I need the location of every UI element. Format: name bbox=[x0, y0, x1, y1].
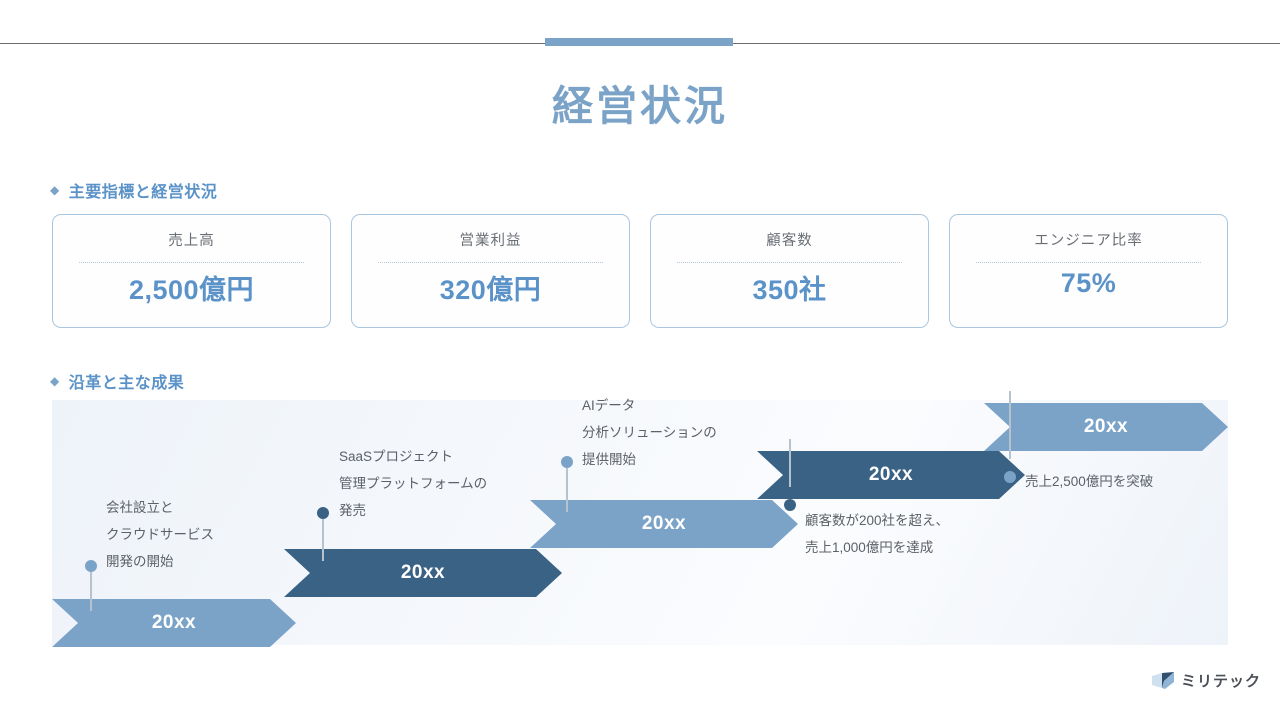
brand-name: ミリテック bbox=[1181, 673, 1262, 690]
timeline-text-line: AIデータ bbox=[582, 398, 636, 413]
section-header-kpi-label: 主要指標と経営状況 bbox=[68, 184, 218, 201]
timeline-text-line: 分析ソリューションの bbox=[582, 425, 717, 440]
kpi-value: 350社 bbox=[752, 275, 827, 305]
timeline-stem bbox=[1009, 391, 1011, 459]
timeline-stem bbox=[566, 468, 568, 512]
diamond-bullet-icon: ◆ bbox=[50, 183, 60, 197]
timeline-text-2: SaaSプロジェクト 管理プラットフォームの 発売 bbox=[339, 443, 487, 524]
timeline-stem bbox=[789, 439, 791, 487]
section-header-kpi: ◆ 主要指標と経営状況 bbox=[50, 178, 217, 202]
timeline-text-line: 会社設立と bbox=[106, 500, 174, 515]
timeline-dot-icon bbox=[561, 456, 573, 468]
kpi-label: 営業利益 bbox=[459, 233, 522, 249]
timeline-text-line: クラウドサービス bbox=[106, 527, 214, 542]
kpi-card-row: 売上高 2,500億円 営業利益 320億円 顧客数 350社 エンジニア比率 … bbox=[52, 214, 1228, 328]
timeline-text-4: 顧客数が200社を超え、 売上1,000億円を達成 bbox=[805, 507, 949, 561]
timeline-text-3: AIデータ 分析ソリューションの 提供開始 bbox=[582, 392, 717, 473]
timeline-text-line: 売上1,000億円を達成 bbox=[805, 540, 934, 555]
kpi-divider bbox=[79, 262, 304, 263]
timeline-dot-icon bbox=[1004, 471, 1016, 483]
footer-brand: ミリテック bbox=[1152, 670, 1261, 691]
kpi-label: エンジニア比率 bbox=[1034, 233, 1143, 249]
timeline-text-1: 会社設立と クラウドサービス 開発の開始 bbox=[106, 494, 214, 575]
timeline-text-line: 提供開始 bbox=[582, 452, 636, 467]
timeline-chevron-4[interactable]: 20xx bbox=[757, 451, 1025, 499]
page-title: 経営状況 bbox=[552, 83, 728, 129]
timeline-chevron-1[interactable]: 20xx bbox=[52, 599, 296, 647]
kpi-card-revenue[interactable]: 売上高 2,500億円 bbox=[52, 214, 331, 328]
kpi-card-customers[interactable]: 顧客数 350社 bbox=[650, 214, 929, 328]
kpi-card-engineer-ratio[interactable]: エンジニア比率 75% bbox=[949, 214, 1228, 328]
kpi-value: 320億円 bbox=[439, 275, 542, 305]
timeline-text-line: 顧客数が200社を超え、 bbox=[805, 513, 950, 528]
section-header-history: ◆ 沿革と主な成果 bbox=[50, 369, 184, 393]
timeline-text-5: 売上2,500億円を突破 bbox=[1025, 468, 1153, 495]
section-header-history-label: 沿革と主な成果 bbox=[68, 375, 185, 392]
kpi-label: 顧客数 bbox=[766, 233, 813, 249]
timeline-text-line: 発売 bbox=[339, 503, 366, 518]
timeline-stem bbox=[90, 572, 92, 611]
timeline-text-line: 開発の開始 bbox=[106, 554, 174, 569]
timeline-text-line: 売上2,500億円を突破 bbox=[1025, 474, 1154, 489]
timeline-dot-icon bbox=[784, 499, 796, 511]
kpi-card-operating-profit[interactable]: 営業利益 320億円 bbox=[351, 214, 630, 328]
kpi-divider bbox=[378, 262, 603, 263]
header-accent-bar bbox=[545, 38, 733, 46]
timeline-chevron-5[interactable]: 20xx bbox=[984, 403, 1228, 451]
diamond-bullet-icon: ◆ bbox=[50, 374, 60, 388]
folded-book-icon bbox=[1152, 671, 1174, 689]
timeline-chevron-2[interactable]: 20xx bbox=[284, 549, 562, 597]
timeline-text-line: SaaSプロジェクト bbox=[339, 449, 454, 464]
timeline-text-line: 管理プラットフォームの bbox=[339, 476, 488, 491]
timeline-chevron-3[interactable]: 20xx bbox=[530, 500, 798, 548]
timeline-panel: 20xx 会社設立と クラウドサービス 開発の開始 20xx SaaSプロジェク… bbox=[52, 391, 1228, 647]
kpi-divider bbox=[677, 262, 902, 263]
timeline-dot-icon bbox=[317, 507, 329, 519]
kpi-label: 売上高 bbox=[168, 233, 215, 249]
kpi-value: 2,500億円 bbox=[128, 275, 255, 305]
timeline-stem bbox=[322, 519, 324, 561]
kpi-value: 75% bbox=[1060, 268, 1117, 298]
timeline-dot-icon bbox=[85, 560, 97, 572]
kpi-divider bbox=[976, 262, 1201, 263]
